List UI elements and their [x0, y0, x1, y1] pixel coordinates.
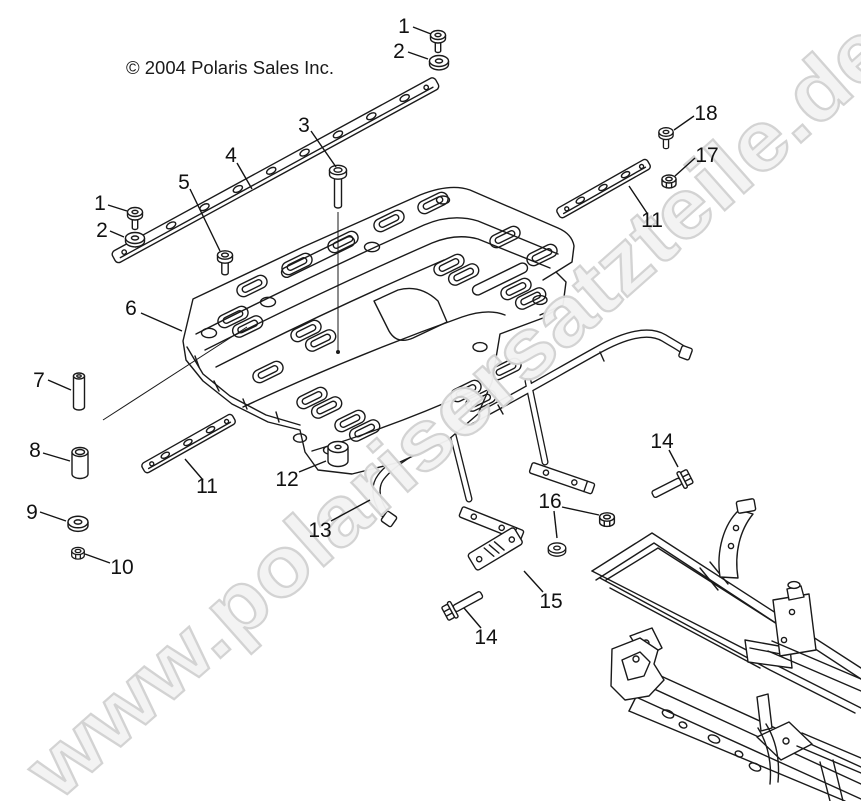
- leader-line-3: [310, 130, 337, 168]
- callout-15-reinforcement-plate: 15: [539, 590, 562, 613]
- callout-14-hex-flange-bolt: 14: [650, 430, 674, 453]
- callout-11-mounting-strip: 11: [196, 475, 218, 498]
- leader-line-16: [561, 506, 600, 516]
- nut-16: [598, 512, 616, 528]
- callout-1-button-head-screw: 1: [398, 15, 410, 38]
- leader-line-14: [668, 449, 679, 468]
- screw-1-left: [126, 206, 144, 231]
- washer-9: [67, 515, 89, 533]
- callout-12-rubber-bumper: 12: [275, 468, 298, 491]
- leader-line-17: [674, 157, 696, 177]
- alignment-dot: [336, 350, 340, 354]
- leader-line-6: [140, 312, 183, 332]
- leader-line-15: [523, 570, 544, 593]
- leader-line-16: [553, 510, 558, 539]
- callout-13-support-tube: 13: [308, 519, 331, 542]
- leader-line-8: [42, 452, 71, 462]
- nut-10: [71, 546, 85, 560]
- leader-line-11: [184, 458, 204, 481]
- leader-line-14: [463, 607, 482, 629]
- tube-end-cap-left: [380, 510, 398, 528]
- callout-3-long-machine-screw: 3: [298, 114, 310, 137]
- leader-line-11: [628, 185, 648, 214]
- spacer-screw-7: [72, 372, 86, 411]
- alignment-line: [102, 326, 248, 421]
- mounting-strip-left: [139, 412, 238, 475]
- leader-line-13: [330, 499, 371, 522]
- bolt-14-right: [648, 467, 695, 504]
- mounting-rail-4: [111, 77, 440, 264]
- washer-2-top: [428, 54, 450, 71]
- callout-17-flange-nut: 17: [695, 144, 718, 167]
- callout-16-flange-nut-washer: 16: [538, 490, 561, 513]
- copyright-text: © 2004 Polaris Sales Inc.: [126, 57, 334, 78]
- screw-18: [658, 127, 674, 150]
- callout-9-flanged-washer: 9: [26, 501, 38, 524]
- washer-2-left: [124, 231, 146, 248]
- callout-4-mounting-rail: 4: [225, 144, 237, 167]
- callout-2-flat-washer: 2: [393, 40, 405, 63]
- screw-5: [216, 250, 234, 276]
- leader-line-18: [673, 115, 695, 131]
- leader-line-2: [109, 230, 125, 238]
- leader-line-10: [84, 553, 111, 564]
- callout-11-mounting-strip: 11: [641, 209, 663, 232]
- watermark: www.polarisersatzteile.de: [6, 1, 861, 801]
- bolt-14-bottom: [440, 585, 487, 623]
- callout-6-rack-platform: 6: [125, 297, 137, 320]
- leader-line-4: [236, 162, 253, 190]
- leader-line-7: [47, 379, 72, 391]
- callout-1-button-head-screw: 1: [94, 192, 106, 215]
- leader-line-1: [107, 204, 128, 212]
- reinforcement-plate: [467, 527, 523, 571]
- leader-line-12: [298, 460, 327, 473]
- callout-18-button-head-screw: 18: [694, 102, 717, 125]
- callout-10-flange-nut: 10: [110, 556, 133, 579]
- screw-1-top: [429, 29, 447, 54]
- callout-7-spacer-screw: 7: [33, 369, 45, 392]
- leader-line-2: [407, 51, 429, 60]
- vehicle-frame: [591, 498, 861, 801]
- leader-line-5: [189, 188, 221, 252]
- screw-3: [328, 164, 348, 209]
- callout-14-hex-flange-bolt: 14: [474, 626, 498, 649]
- callout-5-machine-screw: 5: [178, 171, 190, 194]
- rack-platform: [182, 186, 575, 475]
- callout-8-bushing-spacer: 8: [29, 439, 41, 462]
- watermark-text: www.polarisersatzteile.de: [7, 2, 861, 801]
- tube-end-cap-right: [678, 345, 693, 361]
- tube-strap-right: [528, 462, 596, 495]
- leader-line-1: [412, 26, 432, 35]
- callout-2-flat-washer: 2: [96, 219, 108, 242]
- leader-line-9: [39, 511, 67, 522]
- rubber-bumper-12: [327, 440, 349, 468]
- bushing-8: [71, 446, 89, 480]
- washer-16: [547, 542, 567, 557]
